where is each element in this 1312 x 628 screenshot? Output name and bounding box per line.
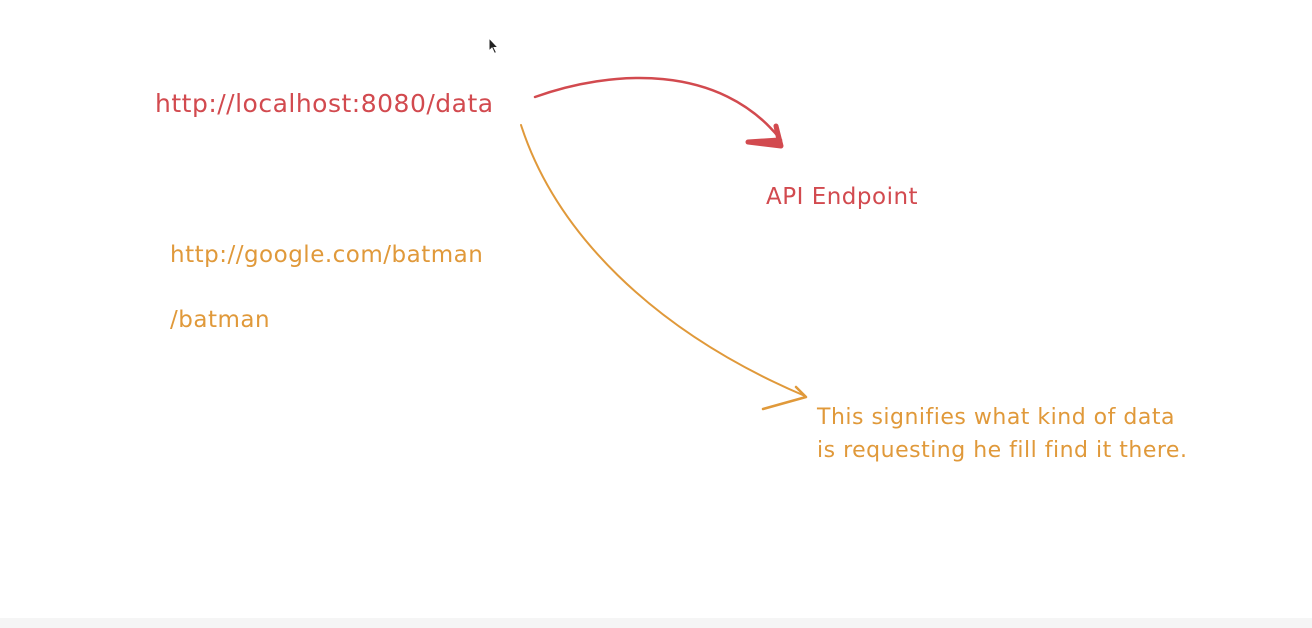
description-line-2[interactable]: is requesting he fill find it there. [817,438,1188,463]
orange-arrowhead [761,385,808,411]
red-arrowhead [745,123,784,149]
red-arrow-shaft [533,76,783,142]
batman-path-text[interactable]: /batman [170,307,271,333]
description-line-1[interactable]: This signifies what kind of data [817,405,1175,430]
google-url-text[interactable]: http://google.com/batman [170,242,484,268]
mouse-pointer-icon [488,37,500,55]
api-endpoint-label[interactable]: API Endpoint [766,184,919,210]
bottom-edge [0,618,1312,628]
orange-arrow-shaft [520,124,806,397]
localhost-url-text[interactable]: http://localhost:8080/data [155,89,494,118]
